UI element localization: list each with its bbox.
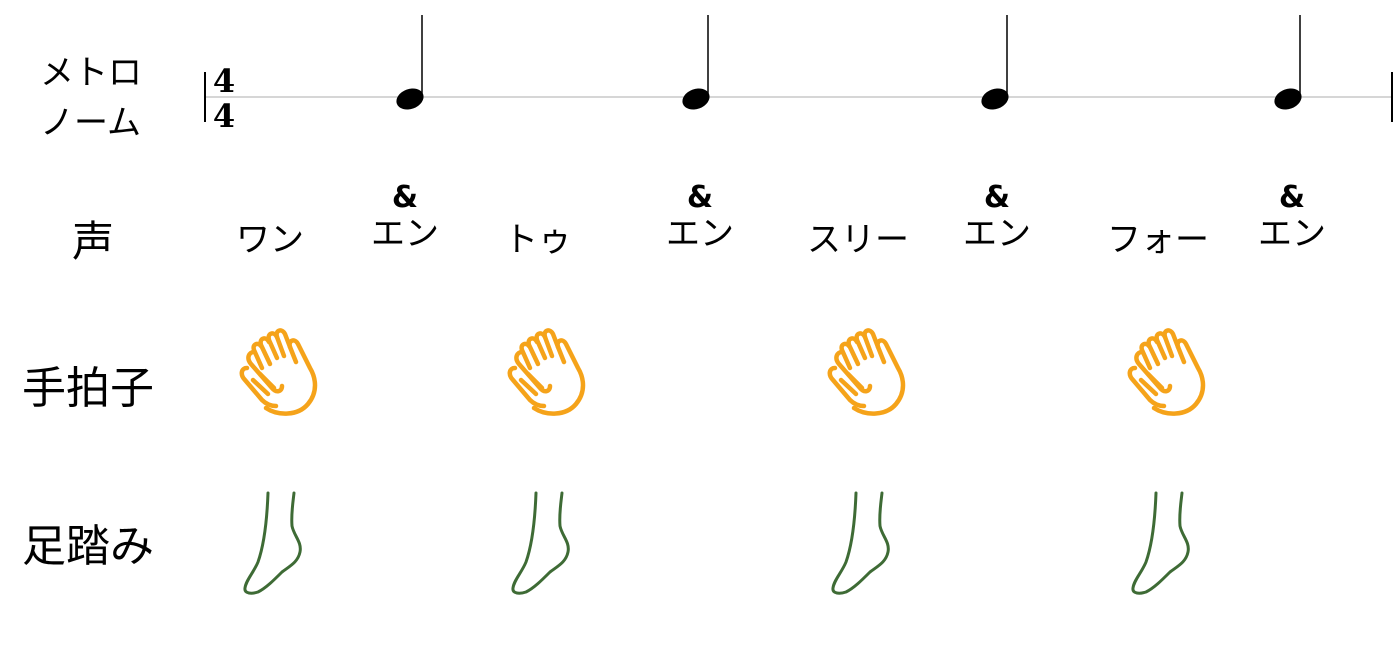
quarter-note: [1274, 15, 1302, 110]
beat-count: フォー: [1107, 220, 1209, 260]
and-count: &エン: [963, 180, 1031, 252]
quarter-note: [682, 15, 710, 110]
metronome-label-line2: ノーム: [40, 103, 141, 143]
and-count: &エン: [1258, 180, 1326, 252]
metronome-label-line1: メトロ: [40, 53, 142, 93]
beat-count: スリー: [807, 220, 909, 260]
time-signature-bottom: 4: [213, 97, 235, 135]
time-signature-top: 4: [213, 62, 235, 100]
and-count: &エン: [666, 180, 734, 252]
clapping-hands-icon: [820, 322, 920, 426]
clapping-hands-icon: [500, 322, 600, 426]
and-word: エン: [1258, 214, 1326, 254]
voice-row-label: 声: [72, 217, 115, 266]
and-word: エン: [666, 214, 734, 254]
beat-count: ワン: [236, 220, 304, 260]
foot-icon: [1128, 490, 1198, 604]
foot-icon: [828, 490, 898, 604]
and-count: &エン: [371, 180, 439, 252]
clapping-hands-icon: [232, 322, 332, 426]
quarter-note: [981, 15, 1009, 110]
and-symbol: &: [1278, 180, 1306, 215]
metronome-row-label: メトロ ノーム: [40, 48, 170, 148]
and-symbol: &: [391, 180, 419, 215]
metronome-staff: 4 4: [204, 15, 1393, 135]
step-row-label: 足踏み: [22, 521, 154, 572]
and-word: エン: [963, 214, 1031, 254]
foot-icon: [508, 490, 578, 604]
and-word: エン: [371, 214, 439, 254]
and-symbol: &: [983, 180, 1011, 215]
beat-count: トゥ: [504, 220, 572, 260]
foot-icon: [240, 490, 310, 604]
quarter-note: [396, 15, 424, 110]
clapping-hands-icon: [1120, 322, 1220, 426]
clap-row-label: 手拍子: [22, 363, 154, 414]
and-symbol: &: [686, 180, 714, 215]
